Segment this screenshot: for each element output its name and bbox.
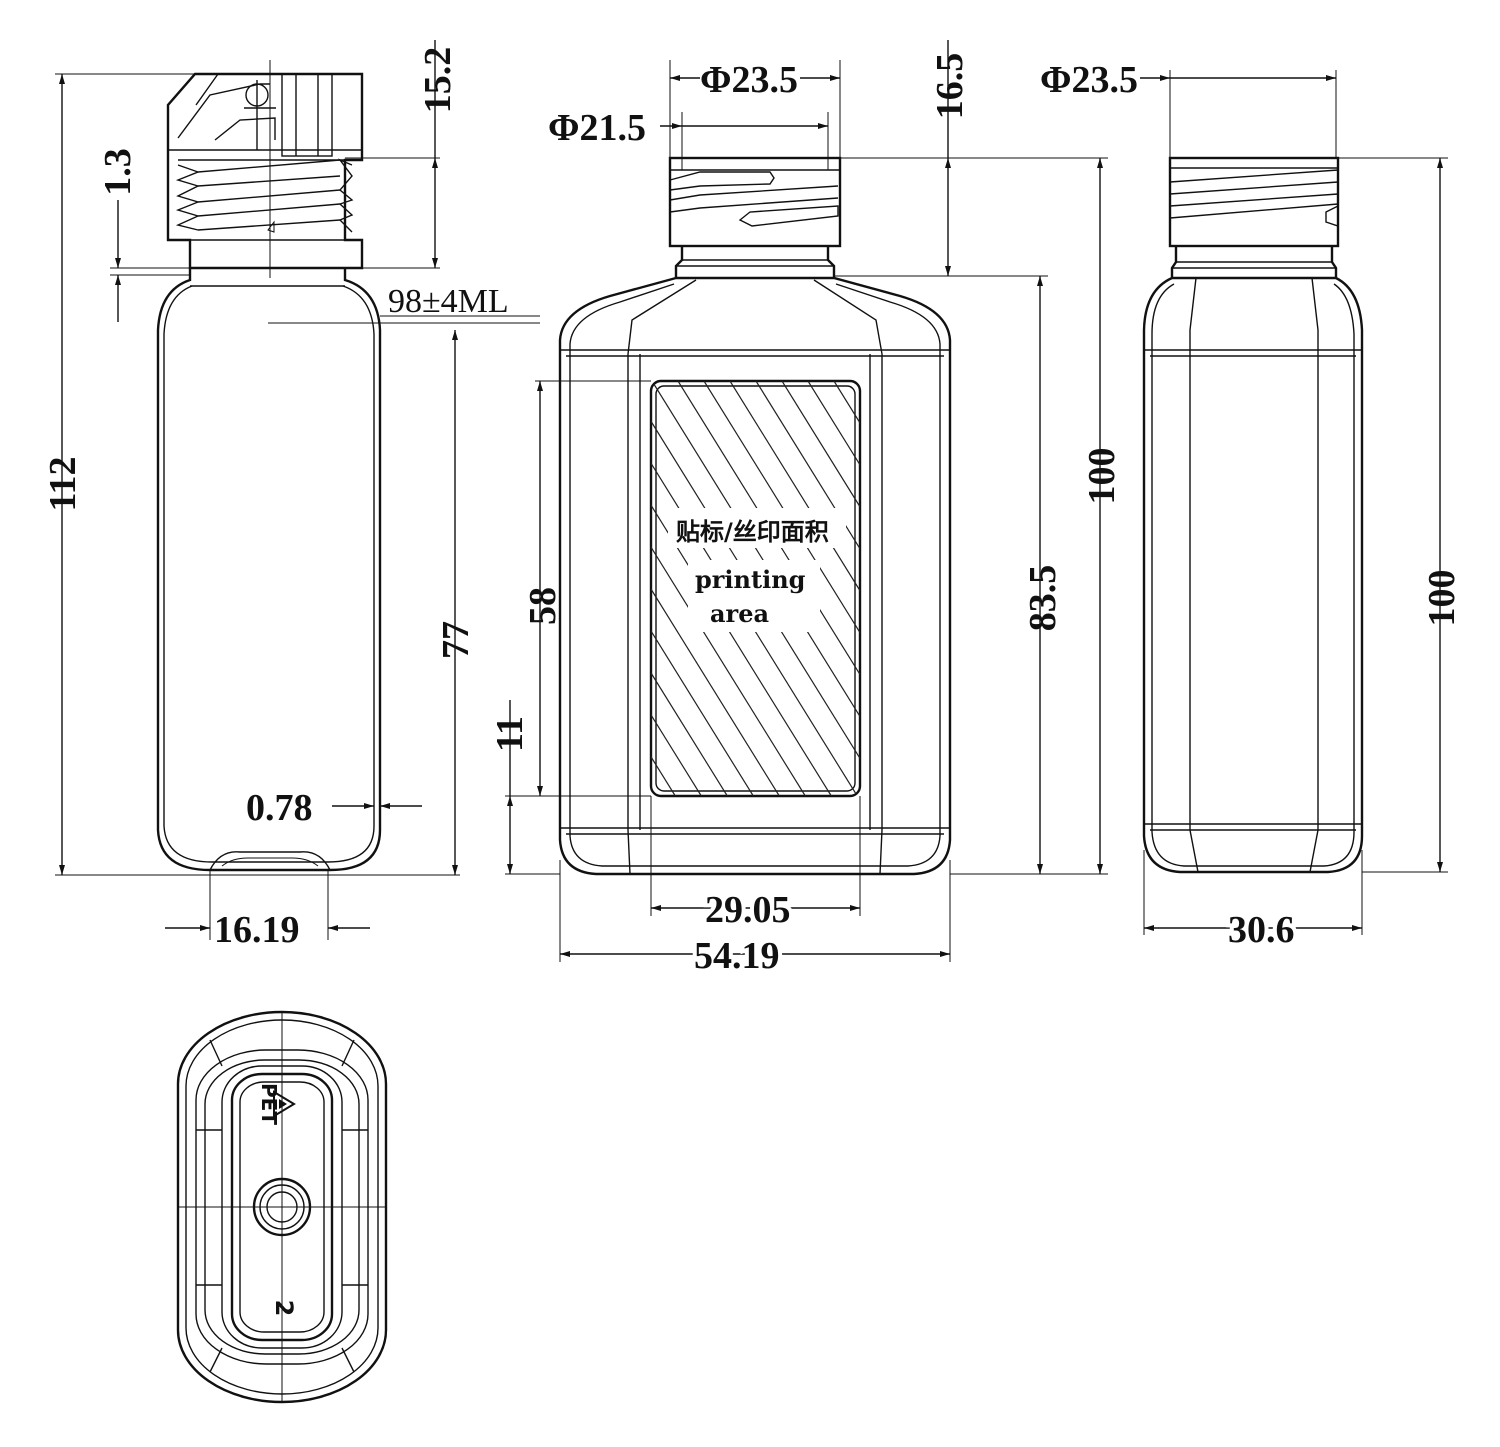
dim-right-outer-dia: Φ23.5 — [1040, 59, 1138, 101]
dim-front-inner-dia: Φ21.5 — [548, 107, 646, 149]
dim-side-wall: 0.78 — [246, 787, 313, 829]
dim-right-total-height: 100 — [1421, 570, 1463, 627]
front-body — [558, 276, 952, 876]
right-side-view: Φ23.5 100 30.6 — [1040, 59, 1463, 955]
dim-front-total-height: 100 — [1081, 448, 1123, 505]
hatch-line — [651, 381, 806, 796]
dim-right-width: 30.6 — [1228, 909, 1295, 951]
hatch-line — [755, 381, 860, 796]
hatch-line — [729, 381, 860, 796]
front-view: 贴标/丝印面积 printing area — [262, 40, 1123, 981]
hatch-line — [651, 381, 754, 796]
hatch-line — [651, 381, 728, 796]
hatch-line — [703, 381, 860, 796]
side-body — [156, 268, 382, 872]
hatch-line — [781, 381, 860, 796]
dim-front-label-height: 58 — [522, 587, 564, 625]
hatch-line — [262, 381, 519, 796]
printing-area-label-line2: area — [710, 599, 769, 628]
printing-area: 贴标/丝印面积 printing area — [262, 379, 862, 798]
right-dimensions — [1140, 70, 1448, 935]
printing-area-chinese-label: 贴标/丝印面积 — [676, 518, 829, 546]
bottom-view: PET 2 — [176, 1010, 388, 1404]
hatch-line — [859, 381, 860, 796]
hatch-line — [651, 381, 702, 796]
dim-side-base-width: 16.19 — [214, 909, 300, 951]
right-body — [1142, 276, 1364, 874]
dim-side-body-height: 77 — [435, 621, 477, 659]
dim-side-volume: 98±4ML — [388, 283, 509, 320]
hatch-line — [807, 381, 860, 796]
side-view-with-cap: 112 1.3 15.2 98±4ML 77 0.78 16.19 — [42, 40, 540, 951]
dim-front-shoulder-height: 83.5 — [1022, 565, 1064, 632]
front-neck — [668, 156, 842, 278]
dim-front-width: 54.19 — [694, 935, 780, 977]
recycle-icon — [273, 1090, 296, 1118]
printing-area-hatching — [262, 381, 860, 796]
front-dimensions — [505, 40, 1108, 962]
hatch-line — [651, 381, 780, 796]
cap — [166, 60, 364, 278]
cavity-number: 2 — [270, 1300, 298, 1317]
dim-side-thread-offset: 1.3 — [97, 148, 139, 196]
right-neck — [1168, 156, 1340, 278]
dim-side-cap-height: 15.2 — [417, 47, 459, 114]
side-dimensions — [55, 40, 540, 940]
recycle-code: PET — [257, 1083, 281, 1125]
dim-front-neck-height: 16.5 — [929, 53, 971, 120]
dim-front-label-offset: 11 — [489, 716, 531, 752]
printing-area-label-line1: printing — [695, 565, 806, 594]
dim-front-label-width: 29.05 — [705, 889, 791, 931]
dim-side-total-height: 112 — [42, 457, 84, 512]
dim-front-outer-dia: Φ23.5 — [700, 59, 798, 101]
